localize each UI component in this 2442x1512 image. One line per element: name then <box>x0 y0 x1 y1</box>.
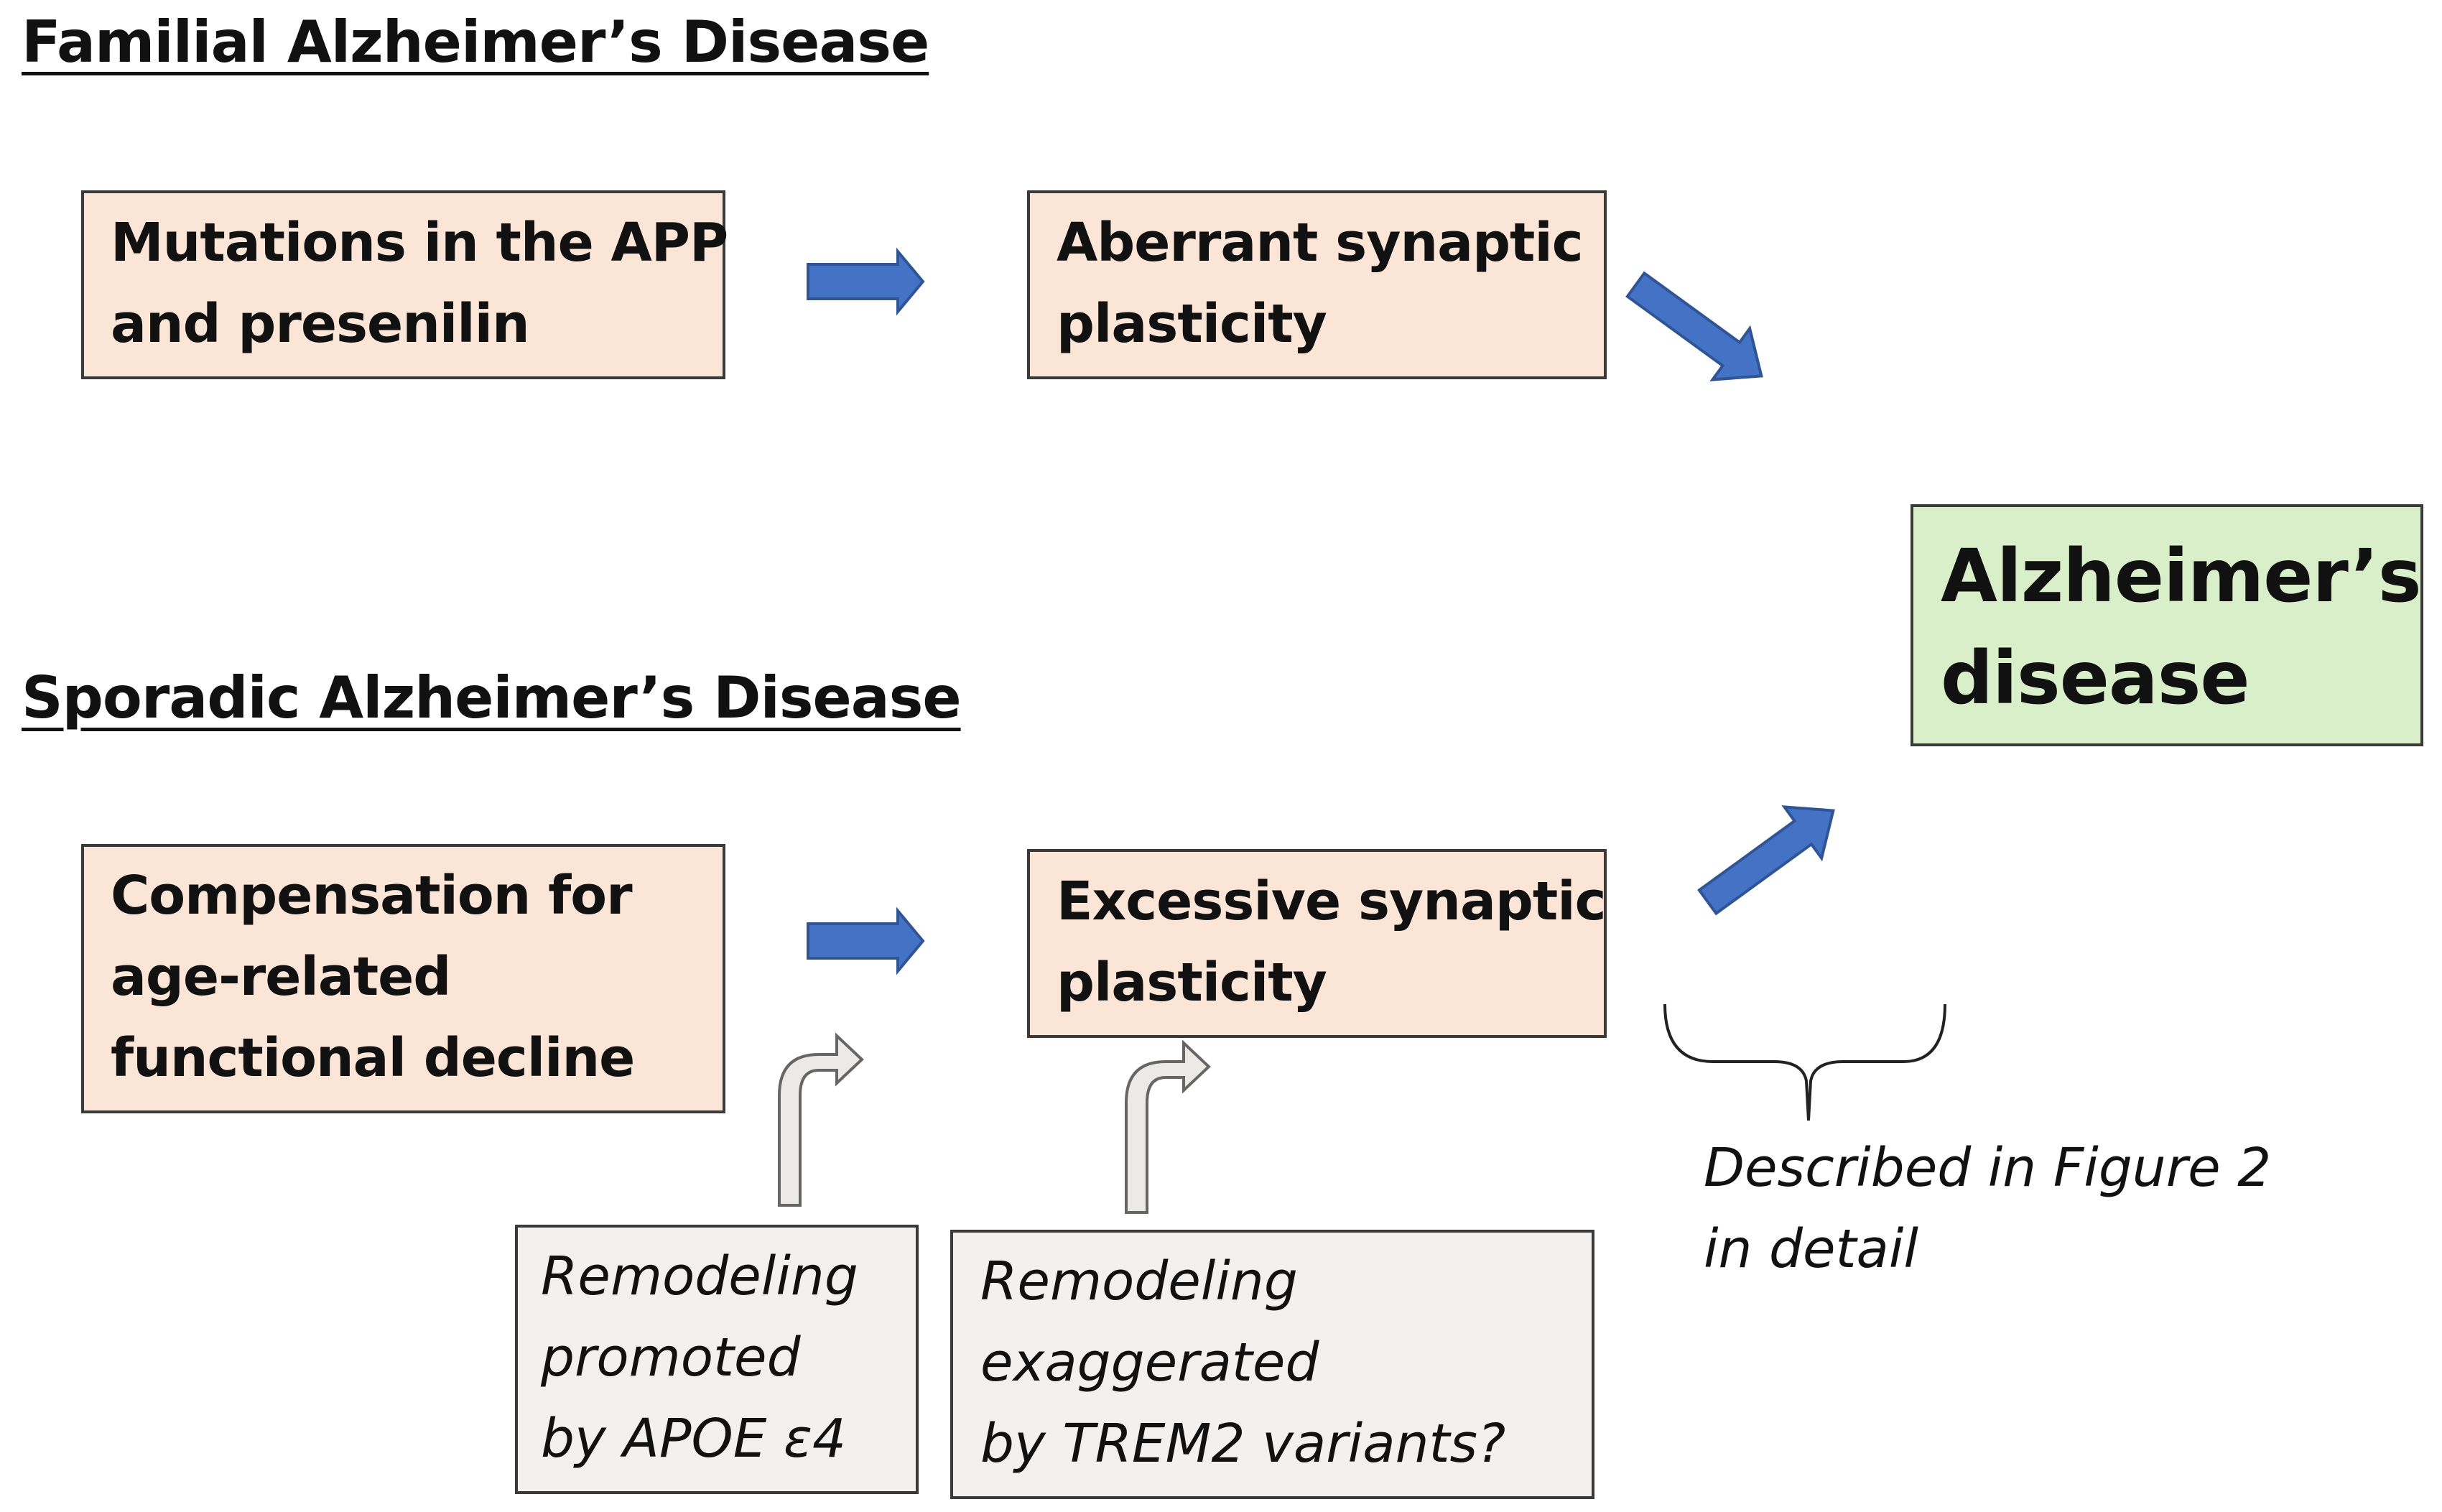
apoe-bent-arrow <box>778 1032 864 1207</box>
familial-cause-line-1: Mutations in the APP <box>111 212 728 274</box>
sporadic-cause-line-1: Compensation for <box>111 865 633 927</box>
outcome-line-2: disease <box>1941 636 2250 721</box>
familial-heading: Familial Alzheimer’s Disease <box>22 9 929 75</box>
familial-effect-box: Aberrant synaptic plasticity <box>1027 190 1607 379</box>
note-line-1: Described in Figure 2 <box>1704 1137 2272 1199</box>
aberrant-to-disease-arrow <box>1625 271 1763 381</box>
apoe-modifier-line-2: promoted <box>541 1327 801 1388</box>
sporadic-cause-to-effect-arrow <box>807 906 925 975</box>
trem2-modifier-line-1: Remodeling <box>980 1251 1298 1312</box>
familial-cause-to-effect-arrow <box>807 247 925 316</box>
sporadic-effect-box: Excessive synaptic plasticity <box>1027 849 1607 1038</box>
apoe-modifier-line-3: by APOE ε4 <box>541 1408 847 1470</box>
apoe-modifier-line-1: Remodeling <box>541 1246 858 1307</box>
familial-effect-line-2: plasticity <box>1057 293 1327 355</box>
outcome-line-1: Alzheimer’s <box>1941 534 2422 619</box>
familial-cause-box: Mutations in the APP and presenilin <box>81 190 728 379</box>
trem2-modifier-line-3: by TREM2 variants? <box>980 1413 1506 1475</box>
figure-2-brace <box>1663 1003 1946 1121</box>
excessive-to-disease-arrow <box>1697 805 1835 916</box>
sporadic-cause-box: Compensation for age-related functional … <box>81 844 725 1113</box>
sporadic-effect-line-2: plasticity <box>1057 952 1327 1014</box>
note-line-2: in detail <box>1704 1218 1918 1280</box>
trem2-modifier-box: Remodeling exaggerated by TREM2 variants… <box>950 1230 1594 1499</box>
figure-2-note: Described in Figure 2 in detail <box>1704 1128 2271 1290</box>
sporadic-cause-line-3: functional decline <box>111 1027 635 1089</box>
sporadic-cause-line-2: age-related <box>111 946 451 1008</box>
trem2-modifier-line-2: exaggerated <box>980 1332 1319 1393</box>
sporadic-heading: Sporadic Alzheimer’s Disease <box>22 664 962 731</box>
familial-effect-line-1: Aberrant synaptic <box>1057 212 1584 274</box>
sporadic-effect-line-1: Excessive synaptic <box>1057 871 1606 932</box>
apoe-modifier-box: Remodeling promoted by APOE ε4 <box>515 1225 919 1494</box>
alzheimers-disease-box: Alzheimer’s disease <box>1911 504 2423 746</box>
familial-cause-line-2: and presenilin <box>111 293 530 355</box>
trem2-bent-arrow <box>1125 1039 1211 1214</box>
